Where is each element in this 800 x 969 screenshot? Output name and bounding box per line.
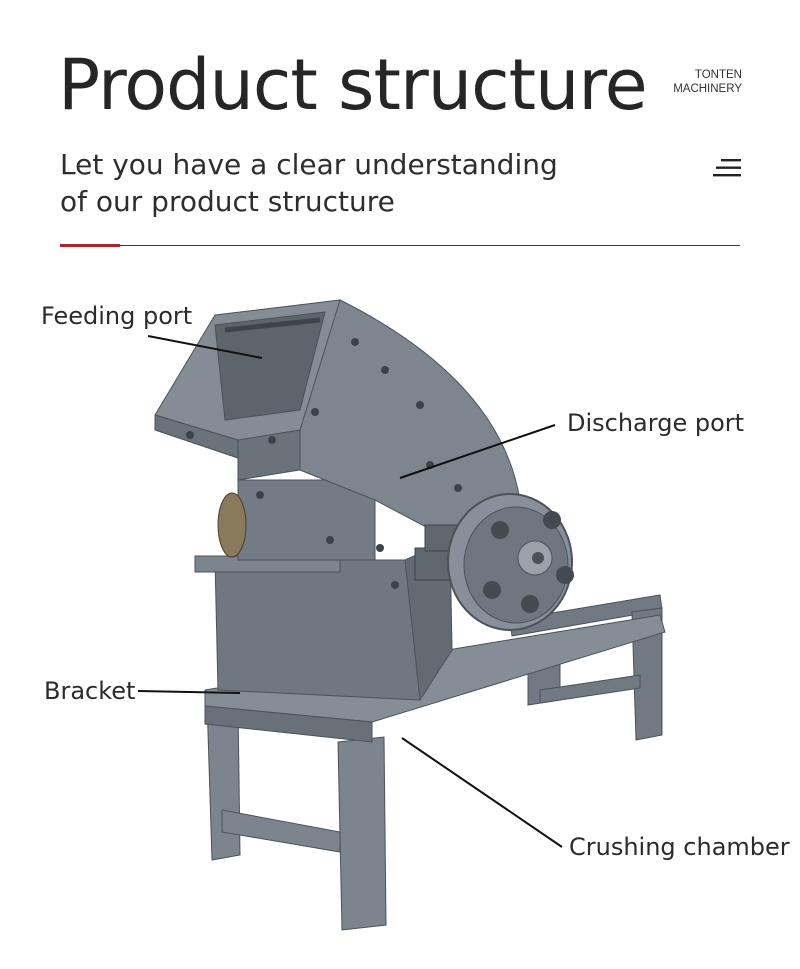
feeding-hopper [154,299,341,459]
flywheel [447,493,574,631]
subtitle-line-2: of our product structure [60,185,395,218]
rear-pulley [217,492,247,558]
header-divider-accent [60,244,120,247]
label-bracket: Bracket [44,677,136,705]
brand-line-1: TONTEN [694,69,742,81]
bolts [186,338,462,589]
leader-line-bracket [137,690,241,694]
leader-line-feeding-port [147,335,263,359]
page-subtitle: Let you have a clear understanding of ou… [60,146,558,220]
crushing-chamber-housing [194,479,453,702]
label-crushing-chamber: Crushing chamber [569,833,790,861]
label-feeding-port: Feeding port [41,302,193,330]
subtitle-line-1: Let you have a clear understanding [60,148,558,181]
brand-logo: TONTEN MACHINERY [673,68,742,96]
header-divider [60,245,740,246]
page-title: Product structure [58,44,648,126]
label-discharge-port: Discharge port [567,409,745,437]
brand-line-2: MACHINERY [673,83,742,95]
leader-line-crushing-chamber [401,737,563,848]
hammer-crusher-illustration [154,299,666,931]
leader-lines [137,335,563,848]
menu-lines-icon[interactable] [713,158,743,178]
leader-line-discharge-port [399,424,556,479]
